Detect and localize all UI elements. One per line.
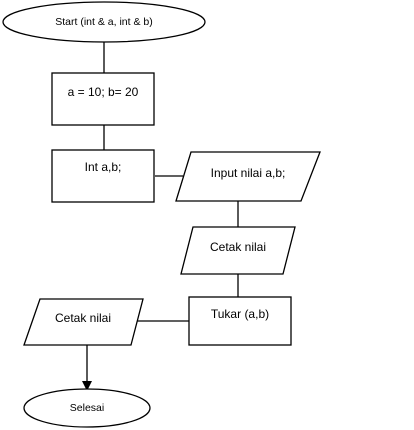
swap-process-box: Tukar (a,b): [188, 296, 292, 346]
declare-process-box: Int a,b;: [51, 149, 155, 203]
assign-label: a = 10; b= 20: [68, 85, 139, 99]
end-terminator: Selesai: [23, 388, 151, 428]
print-before-label: Cetak nilai: [210, 240, 266, 254]
input-label: Input nilai a,b;: [211, 166, 286, 180]
start-label: Start (int & a, int & b): [55, 16, 152, 28]
print-after-label: Cetak nilai: [55, 311, 111, 325]
end-label: Selesai: [70, 402, 104, 414]
input-io-shape: Input nilai a,b;: [175, 151, 321, 202]
start-terminator: Start (int & a, int & b): [2, 1, 206, 43]
assign-process-box: a = 10; b= 20: [51, 72, 155, 126]
declare-label: Int a,b;: [85, 160, 122, 174]
swap-label: Tukar (a,b): [211, 307, 269, 321]
print-after-io-shape: Cetak nilai: [23, 298, 144, 346]
print-before-io-shape: Cetak nilai: [180, 226, 296, 275]
